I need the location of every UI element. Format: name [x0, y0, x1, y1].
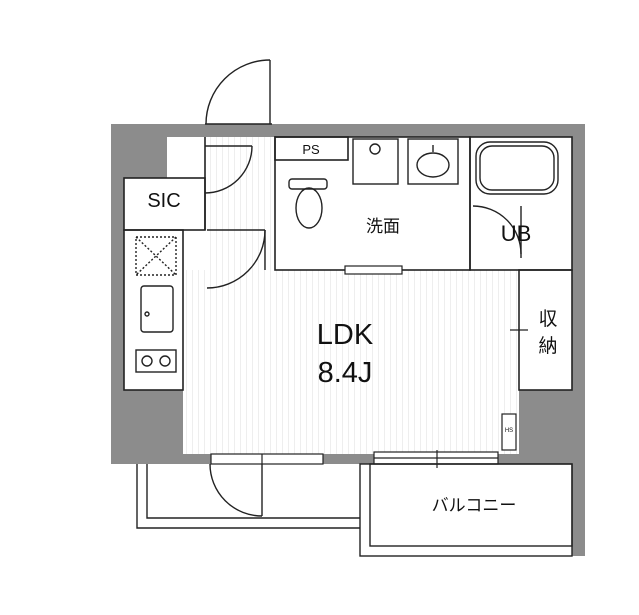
lower-opening	[210, 453, 324, 465]
ldk-floor	[183, 270, 519, 454]
room-label-ldk: LDK	[317, 319, 374, 351]
ldk-door	[206, 229, 266, 289]
room-label-storage-2: 納	[538, 335, 557, 357]
room-label-balcony: バルコニー	[432, 496, 517, 515]
hs-box	[501, 413, 517, 451]
lower-door	[209, 463, 263, 517]
room-label-ps: PS	[302, 142, 320, 157]
bathtub	[472, 141, 559, 258]
outdoor-lines	[136, 463, 573, 557]
room-lines	[123, 136, 573, 391]
corridor-floor	[205, 137, 275, 270]
right-lower-wall	[519, 390, 572, 454]
sic-door	[204, 145, 253, 194]
balcony-window	[373, 450, 499, 468]
washroom-doorway	[344, 265, 403, 275]
ldk-lower-left	[124, 390, 183, 454]
entrance-door	[205, 59, 272, 125]
room-label-hs: HS	[505, 428, 513, 434]
room-label-ub: UB	[501, 221, 532, 246]
toilet	[288, 178, 328, 229]
wall-notch	[111, 124, 167, 178]
room-label-ldk-size: 8.4J	[318, 357, 373, 389]
kitchen	[135, 236, 177, 373]
wash-basin	[407, 138, 459, 185]
washer-pan	[352, 138, 399, 185]
room-label-sic: SIC	[147, 190, 180, 212]
room-label-washroom: 洗面	[366, 217, 400, 236]
room-label-storage-1: 収	[538, 308, 557, 330]
